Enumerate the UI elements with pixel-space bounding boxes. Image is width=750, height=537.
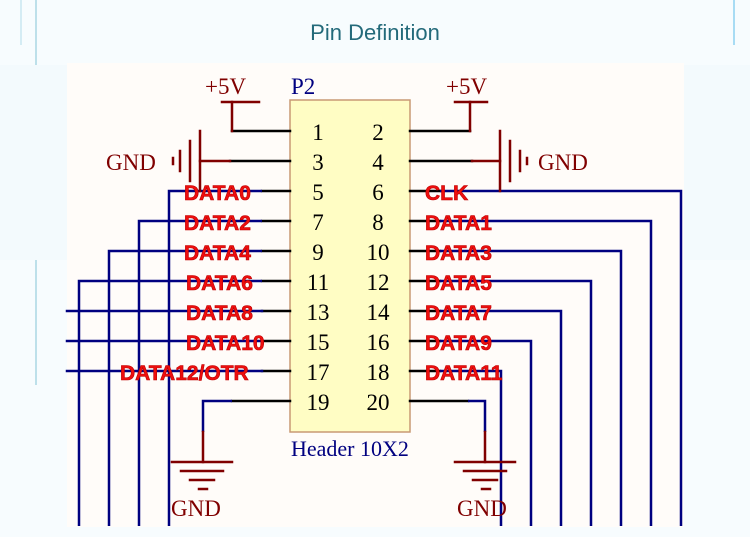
pin-number-7: 7 <box>312 210 324 235</box>
pin-8-wire <box>440 219 653 526</box>
signal-label-data12-otr: DATA12/OTR <box>120 362 249 385</box>
ground-label-right-top: GND <box>538 150 588 175</box>
pin-number-2: 2 <box>372 120 384 145</box>
power-symbols <box>170 100 529 491</box>
designator-label: P2 <box>291 74 315 99</box>
pin-number-16: 16 <box>367 330 390 355</box>
signal-label-data10: DATA10 <box>186 332 265 355</box>
pin-12-wire <box>440 279 593 526</box>
signal-label-data5: DATA5 <box>425 272 492 295</box>
decorative-right-border <box>733 0 735 45</box>
pin-number-13: 13 <box>307 300 330 325</box>
pin-number-1: 1 <box>312 120 324 145</box>
pin-11-wire <box>77 279 262 526</box>
pin-number-3: 3 <box>312 150 324 175</box>
pin-18-wire <box>440 369 503 526</box>
pin-number-5: 5 <box>312 180 324 205</box>
pin-number-10: 10 <box>367 240 390 265</box>
component-name-label: Header 10X2 <box>291 436 409 461</box>
pin-number-6: 6 <box>372 180 384 205</box>
signal-label-data8: DATA8 <box>186 302 253 325</box>
pin-6-wire <box>440 189 683 526</box>
wires <box>65 129 683 526</box>
pin-number-11: 11 <box>307 270 329 295</box>
pin-number-4: 4 <box>372 150 384 175</box>
header-body <box>289 99 411 433</box>
signal-label-data4: DATA4 <box>184 242 251 265</box>
pin-number-9: 9 <box>312 240 324 265</box>
pin-number-15: 15 <box>307 330 330 355</box>
signal-label-data3: DATA3 <box>425 242 492 265</box>
signal-label-data0: DATA0 <box>184 182 251 205</box>
pin-number-19: 19 <box>307 390 330 415</box>
pin-number-8: 8 <box>372 210 384 235</box>
power-label-left: +5V <box>205 74 246 99</box>
signal-label-data9: DATA9 <box>425 332 492 355</box>
pin-10-wire <box>440 249 623 526</box>
pin-5-wire <box>167 189 262 526</box>
decorative-left-border-inner <box>20 0 22 45</box>
pin-number-12: 12 <box>367 270 390 295</box>
page-title: Pin Definition <box>310 20 440 45</box>
signal-label-data11: DATA11 <box>425 362 503 385</box>
pin-number-14: 14 <box>367 300 391 325</box>
pin-16-wire <box>440 339 533 526</box>
pin-number-17: 17 <box>307 360 330 385</box>
signal-label-data6: DATA6 <box>186 272 253 295</box>
signal-label-clk: CLK <box>425 182 468 205</box>
pin-number-18: 18 <box>367 360 390 385</box>
pin-9-wire <box>107 249 262 526</box>
ground-label-left-bottom: GND <box>171 496 221 521</box>
power-label-right: +5V <box>446 74 487 99</box>
ground-label-left-top: GND <box>106 150 156 175</box>
pin-19-wire <box>201 399 232 432</box>
signal-label-data2: DATA2 <box>184 212 251 235</box>
pin-number-20: 20 <box>367 390 390 415</box>
signal-label-data7: DATA7 <box>425 302 492 325</box>
signal-label-data1: DATA1 <box>425 212 492 235</box>
pin-20-wire <box>468 399 487 432</box>
pin-14-wire <box>440 309 563 526</box>
pin-7-wire <box>137 219 262 526</box>
ground-label-right-bottom: GND <box>457 496 507 521</box>
